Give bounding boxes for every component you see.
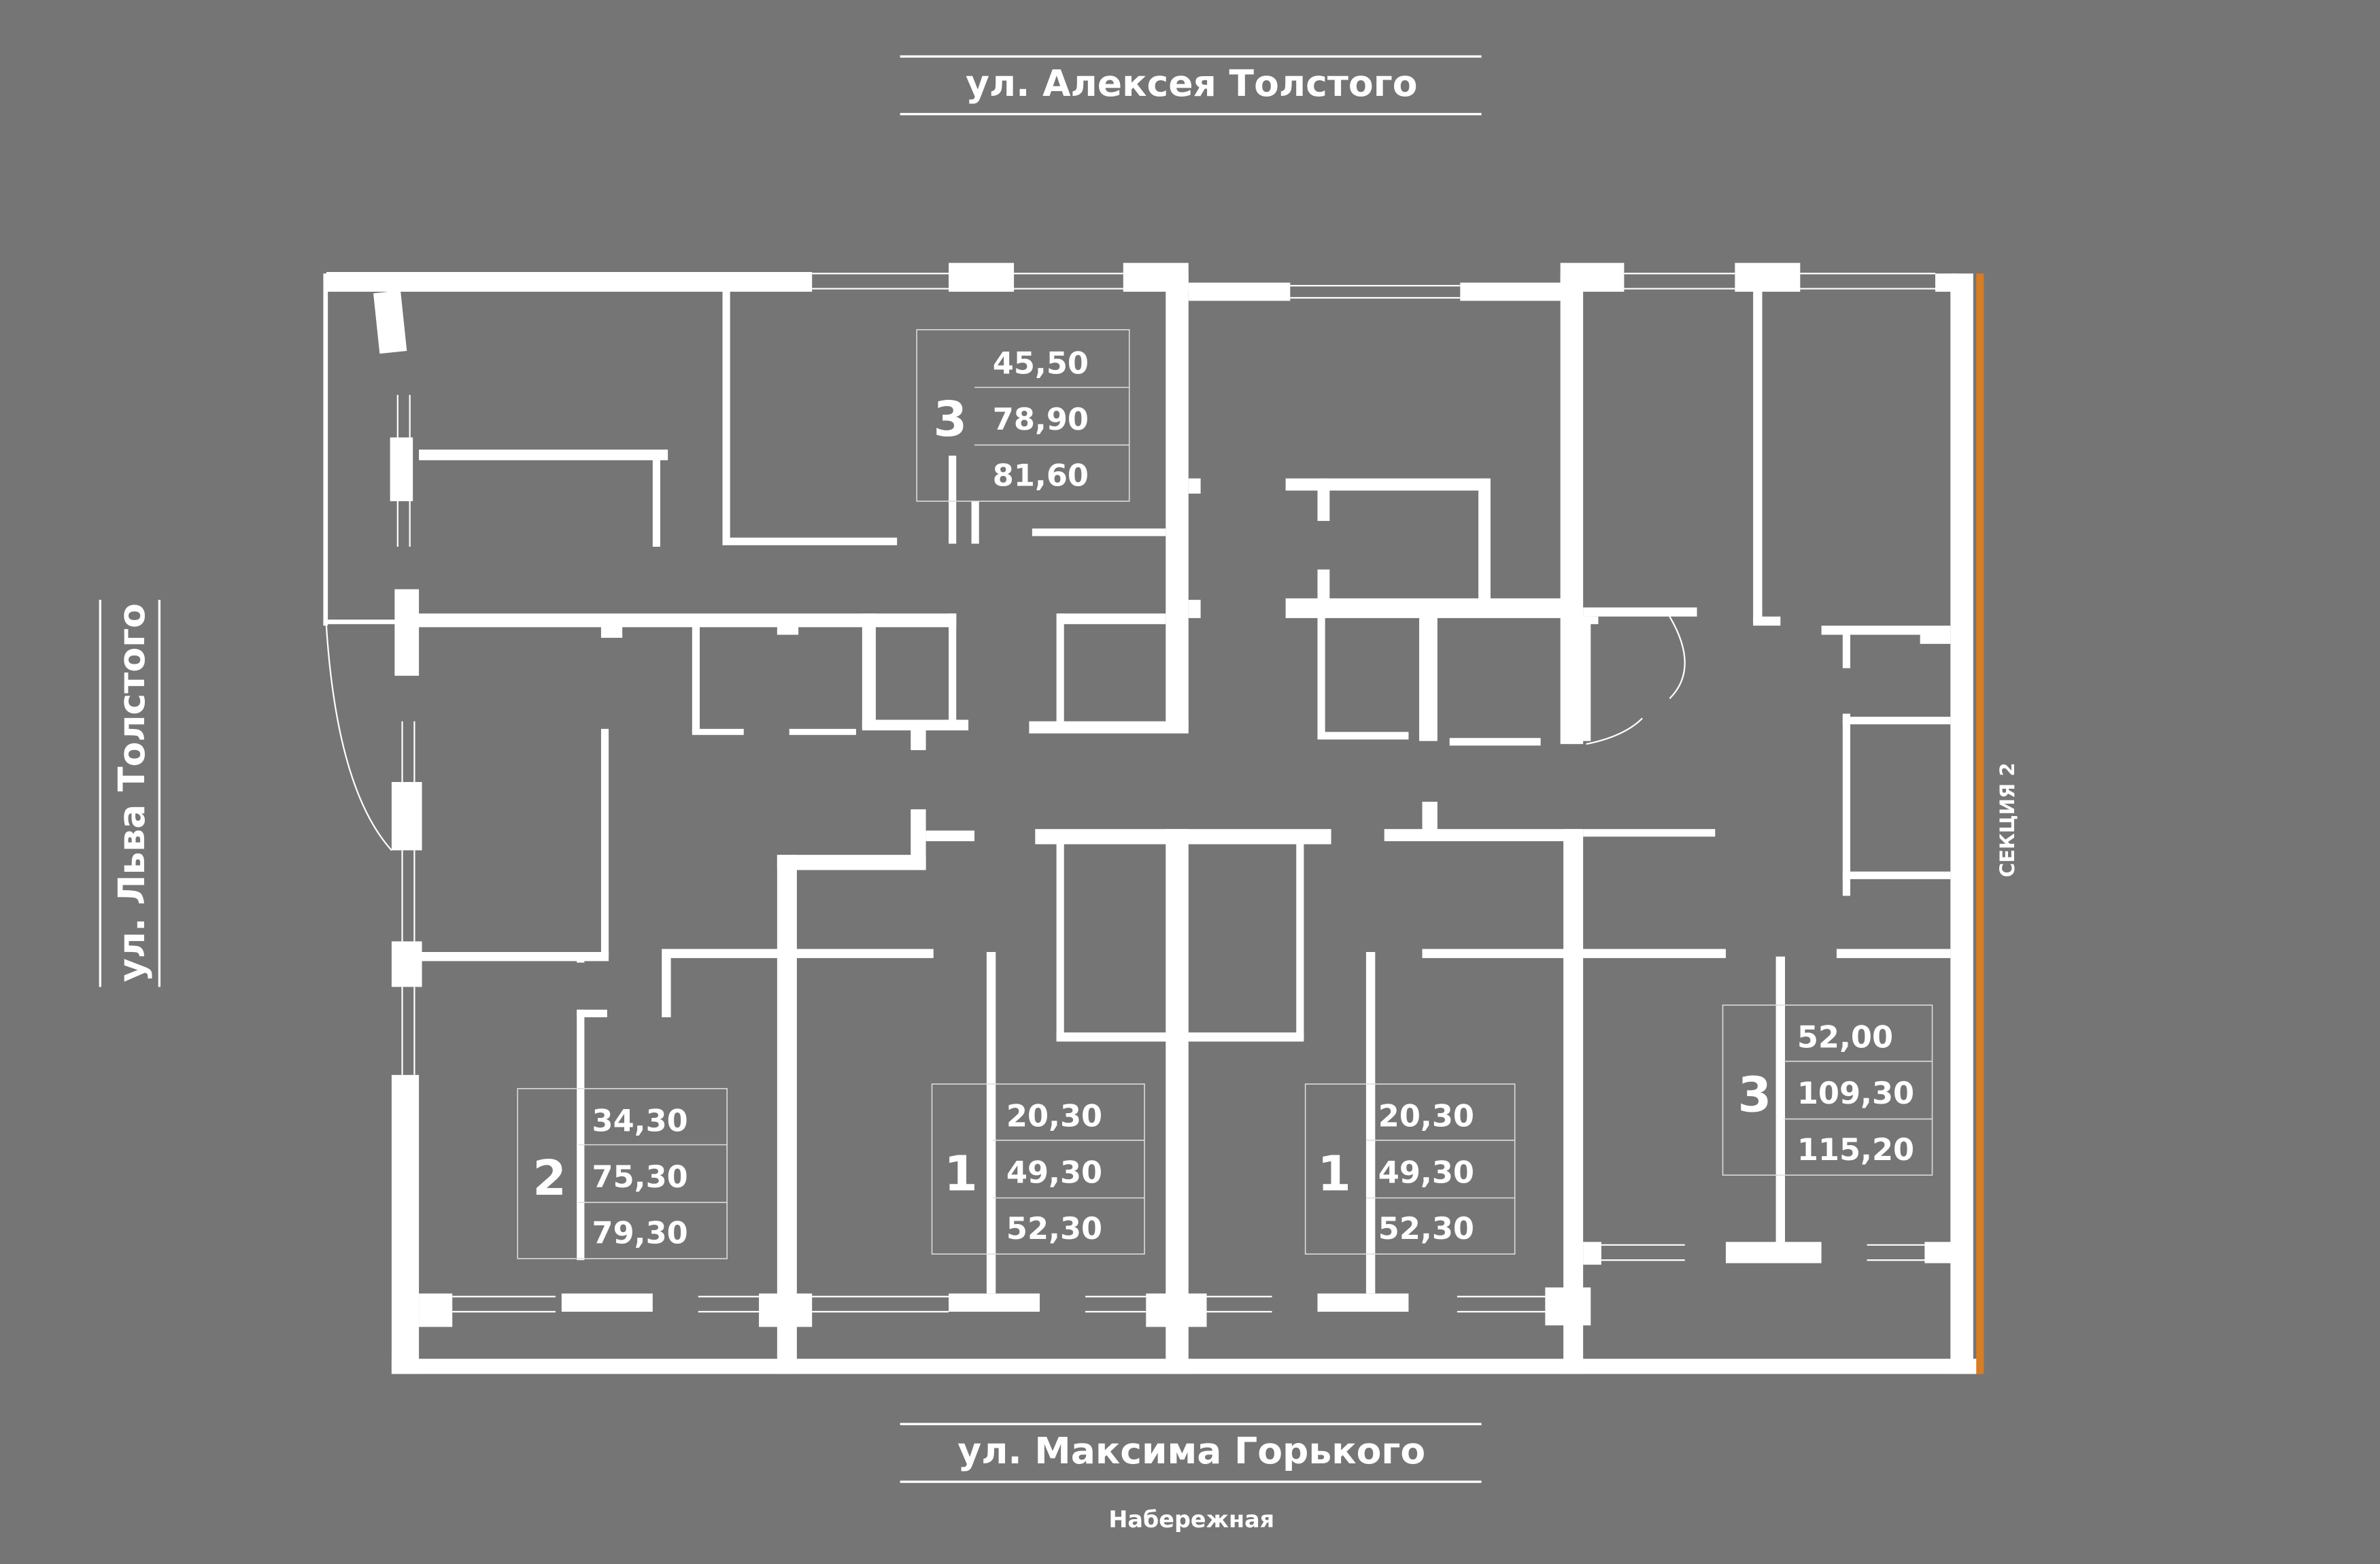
- street-bottom-label: ул. Максима Горького: [957, 1429, 1425, 1472]
- room-count: 2: [532, 1150, 566, 1206]
- area-living: 52,00: [1797, 1020, 1893, 1055]
- area-with-balcony: 81,60: [993, 458, 1089, 494]
- street-left-label: ул. Льва Толстого: [110, 603, 153, 982]
- area-with-balcony: 52,30: [1006, 1211, 1102, 1246]
- street-bottom: ул. Максима Горького Набережная: [900, 1423, 1482, 1533]
- room-count: 3: [933, 391, 967, 447]
- area-living: 34,30: [592, 1103, 688, 1138]
- apartment-label[interactable]: 2 34,30 75,30 79,30: [517, 1088, 728, 1259]
- area-with-balcony: 115,20: [1797, 1132, 1914, 1168]
- area-living: 45,50: [993, 346, 1089, 381]
- apartment-label[interactable]: 1 20,30 49,30 52,30: [1304, 1083, 1516, 1255]
- section-label: СЕКЦИЯ 2: [1996, 763, 2019, 878]
- apartment-label[interactable]: 3 52,00 109,30 115,20: [1722, 1004, 1933, 1176]
- area-living: 20,30: [1378, 1099, 1474, 1134]
- area-with-balcony: 79,30: [592, 1216, 688, 1251]
- area-total: 109,30: [1797, 1076, 1914, 1111]
- apartment-label[interactable]: 1 20,30 49,30 52,30: [931, 1083, 1145, 1255]
- area-total: 75,30: [592, 1159, 688, 1195]
- apartment-label[interactable]: 3 45,50 78,90 81,60: [916, 329, 1130, 502]
- area-with-balcony: 52,30: [1378, 1211, 1474, 1246]
- embankment-label: Набережная: [1108, 1506, 1274, 1533]
- area-total: 78,90: [993, 402, 1089, 437]
- area-living: 20,30: [1006, 1099, 1102, 1134]
- area-total: 49,30: [1006, 1155, 1102, 1190]
- street-top-label: ул. Алексея Толстого: [966, 62, 1418, 105]
- room-count: 3: [1738, 1066, 1772, 1123]
- street-left: ул. Льва Толстого: [99, 600, 161, 987]
- windows: [325, 273, 1935, 1313]
- area-total: 49,30: [1378, 1155, 1474, 1190]
- room-count: 1: [944, 1145, 978, 1202]
- street-top: ул. Алексея Толстого: [900, 55, 1482, 116]
- walls: [323, 262, 1981, 1374]
- section-edge: [1976, 273, 1984, 1374]
- room-count: 1: [1317, 1145, 1351, 1202]
